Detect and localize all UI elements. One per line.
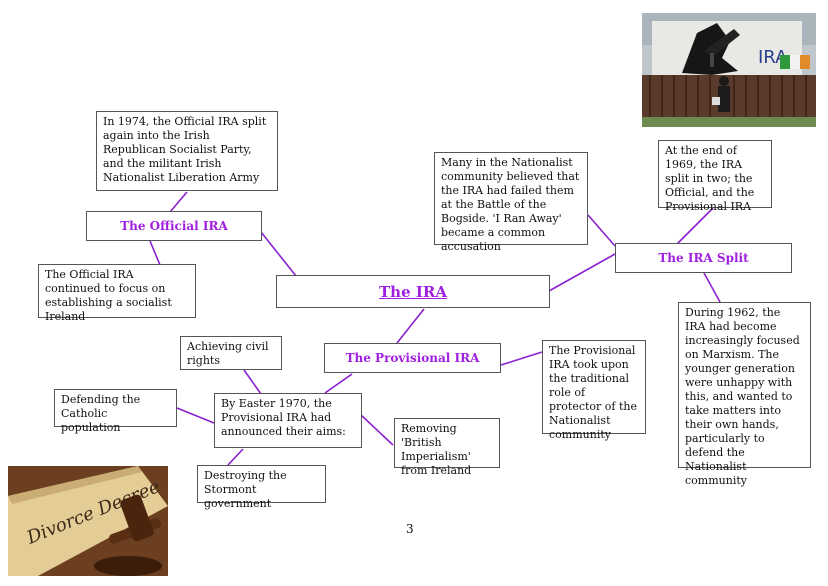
- connector: [169, 191, 188, 213]
- ira-split-node: The IRA Split: [615, 243, 792, 273]
- connector: [396, 308, 425, 344]
- connector: [227, 448, 244, 466]
- aims-note: By Easter 1970, the Provisional IRA had …: [214, 393, 362, 448]
- aim-defending-catholics: Defending the Catholic population: [54, 389, 177, 434]
- connector: [587, 214, 616, 247]
- split-1969-note: At the end of 1969, the IRA split in two…: [658, 140, 772, 213]
- connector: [149, 240, 161, 266]
- marxism-note: During 1962, the IRA had become increasi…: [678, 302, 811, 487]
- official-ira-node: The Official IRA: [86, 211, 262, 241]
- official-focus-note: The Official IRA continued to focus on e…: [38, 264, 196, 323]
- central-node-the-ira[interactable]: The IRA: [276, 275, 550, 308]
- bogside-note: Many in the Nationalist community believ…: [434, 152, 588, 253]
- official-split-note: In 1974, the Official IRA split again in…: [96, 111, 278, 191]
- connector: [176, 407, 215, 424]
- connector: [500, 351, 543, 366]
- connector: [548, 253, 616, 292]
- protector-note: The Provisional IRA took upon the tradit…: [542, 340, 646, 441]
- aim-civil-rights: Achieving civil rights: [180, 336, 282, 370]
- divorce-decree-photo: Divorce Decree: [8, 466, 168, 576]
- page-number: 3: [406, 522, 414, 536]
- connector: [703, 272, 721, 303]
- connector: [243, 369, 262, 395]
- aim-removing-imperialism: Removing 'British Imperialism' from Irel…: [394, 418, 500, 477]
- connector: [676, 207, 714, 245]
- aim-destroying-stormont: Destroying the Stormont government: [197, 465, 326, 510]
- connector: [260, 231, 297, 277]
- connector: [324, 373, 353, 394]
- connector: [360, 414, 394, 446]
- ira-mural-photo: IRA: [642, 13, 816, 127]
- provisional-ira-node: The Provisional IRA: [324, 343, 501, 373]
